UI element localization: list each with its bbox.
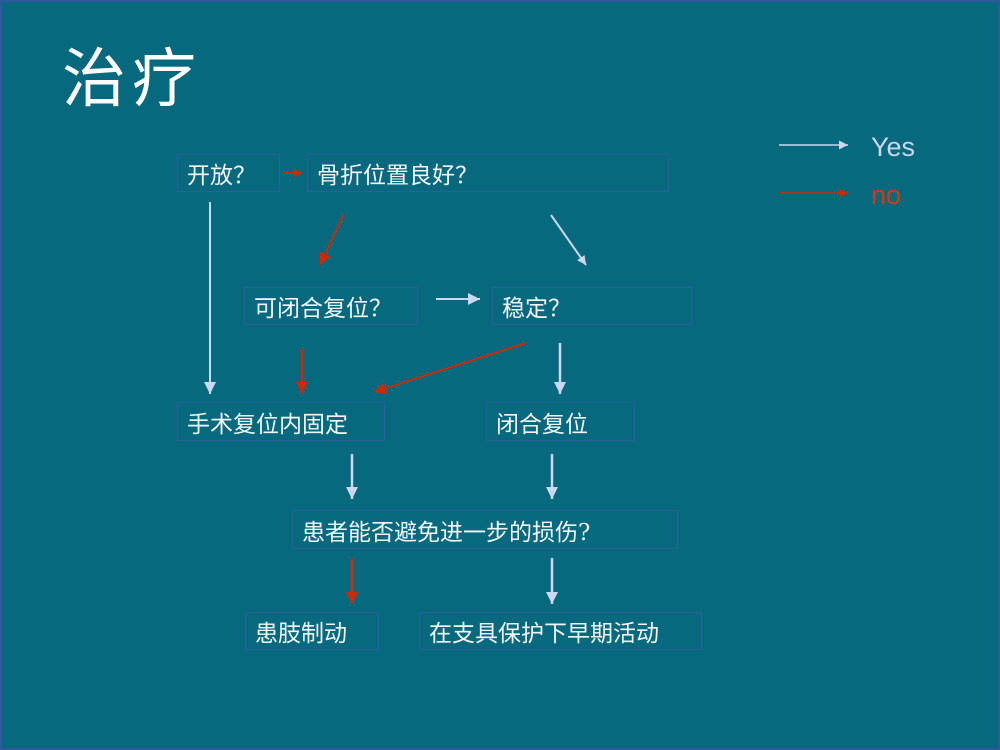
flow-node-fracture-position-good-label: 骨折位置良好？ (317, 163, 478, 189)
edge-fracture-to-closedq (319, 213, 345, 266)
flow-node-early-mobilization: 在支具保护下早期活动 (419, 612, 702, 650)
legend-no-label: no (871, 180, 902, 210)
flow-node-closed-reduction: 闭合复位 (486, 402, 635, 441)
legend-yes-label: Yes (871, 132, 916, 162)
flow-node-immobilize-limb-label: 患肢制动 (255, 621, 347, 647)
flow-node-closed-reduction-possible: 可闭合复位？ (244, 287, 418, 325)
flow-node-stable: 稳定？ (492, 287, 692, 325)
flow-node-orif-label: 手术复位内固定 (187, 411, 348, 438)
edge-stable-to-orif (373, 342, 527, 395)
flow-node-stable-label: 稳定？ (502, 296, 571, 322)
flow-node-avoid-further-injury: 患者能否避免进一步的损伤? (292, 510, 678, 549)
page-title: 治疗 (62, 43, 202, 117)
flow-node-closed-reduction-possible-label: 可闭合复位？ (254, 296, 392, 322)
flow-node-early-mobilization-label: 在支具保护下早期活动 (429, 621, 659, 647)
flow-node-open-label: 开放？ (187, 163, 256, 189)
edge-fracture-to-stable (550, 214, 587, 266)
flow-node-closed-reduction-label: 闭合复位 (496, 411, 588, 438)
flow-node-immobilize-limb: 患肢制动 (245, 612, 379, 650)
flow-node-avoid-further-injury-label: 患者能否避免进一步的损伤? (302, 519, 591, 546)
flow-node-orif: 手术复位内固定 (177, 402, 385, 441)
flow-node-open: 开放？ (177, 154, 280, 192)
flow-node-fracture-position-good: 骨折位置良好？ (307, 154, 669, 192)
